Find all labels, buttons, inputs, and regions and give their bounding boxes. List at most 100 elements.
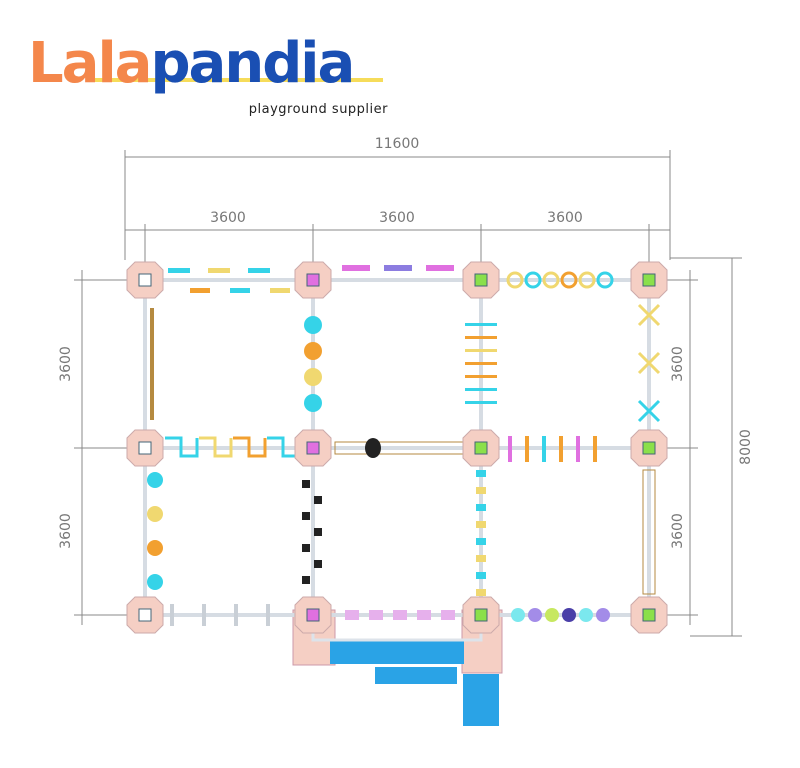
stepping-disc [304,342,322,360]
post-cap [642,608,656,622]
ladder-rung [465,375,497,378]
monkey-bar [248,268,270,273]
foot-hold [302,512,310,520]
dim-top-1: 3600 [210,210,246,226]
swing-seat [342,265,370,271]
monkey-bar [190,288,210,293]
post-cap [306,273,320,287]
ring [560,271,578,289]
swing-plank [345,610,359,620]
dim-right-1: 3600 [670,346,686,382]
bottom-bar [234,604,238,626]
post-cap [642,441,656,455]
ball-step [579,608,593,622]
slide-exit [375,667,457,684]
monkey-bar [270,288,290,293]
post-cap [138,441,152,455]
swing-plank [441,610,455,620]
rope-walk [642,469,656,595]
logo-tagline: playground supplier [248,102,388,117]
foot-hold [314,560,322,568]
stepping-disc [304,316,322,334]
foot-hold [302,480,310,488]
swing-plank [393,610,407,620]
post-cap [474,273,488,287]
dim-right-2: 3600 [670,513,686,549]
swing-plank [417,610,431,620]
balance-step [476,504,486,511]
stepping-disc [147,472,163,488]
ring [506,271,524,289]
dim-left-2: 3600 [58,513,74,549]
post-cap [306,441,320,455]
ring [596,271,614,289]
foot-hold [302,544,310,552]
post-cap [474,608,488,622]
zigzag-bar [165,436,199,458]
ring [524,271,542,289]
tube-slide [330,640,464,664]
monkey-bar [230,288,250,293]
platforms [126,261,668,634]
balance-step [476,572,486,579]
vertical-bar [525,436,529,462]
bottom-bar [202,604,206,626]
vertical-bar [593,436,597,462]
cross-net [637,351,661,375]
post-cap [306,608,320,622]
ball-step [528,608,542,622]
ladder-rung [465,323,497,326]
dimension-lines [74,150,742,637]
monkey-bar [208,268,230,273]
swing-plank [369,610,383,620]
ladder-rung [465,401,497,404]
dim-top-3: 3600 [547,210,583,226]
ball-step [545,608,559,622]
post-cap [138,273,152,287]
ball-step [596,608,610,622]
cross-net [637,303,661,327]
balance-step [476,487,486,494]
dim-left-1: 3600 [58,346,74,382]
stepping-disc [147,540,163,556]
stepping-disc [147,574,163,590]
ball-step [562,608,576,622]
dim-top-2: 3600 [379,210,415,226]
post-cap [474,441,488,455]
zigzag-bar [233,436,267,458]
stepping-disc [147,506,163,522]
ladder-rung [465,336,497,339]
balance-step [476,589,486,596]
play-elements [147,265,661,626]
vertical-bar [559,436,563,462]
cross-net [637,399,661,423]
ladder-rung [465,362,497,365]
monkey-bar [168,268,190,273]
frame-beams [143,278,651,617]
post-cap [138,608,152,622]
logo-text-lala: Lala [28,31,152,96]
rope-bridge [150,308,154,420]
stepping-disc [304,368,322,386]
vertical-bar [508,436,512,462]
logo-text-pandia: pandia [150,31,355,96]
balance-step [476,521,486,528]
ring [578,271,596,289]
foot-hold [314,496,322,504]
swing-seat [384,265,412,271]
dim-total-width: 11600 [375,136,420,152]
ring [542,271,560,289]
saddle [365,438,381,458]
stairs [463,674,499,726]
vertical-bar [576,436,580,462]
zigzag-bar [199,436,233,458]
balance-step [476,470,486,477]
stepping-disc [304,394,322,412]
bottom-bar [266,604,270,626]
balance-step [476,555,486,562]
foot-hold [302,576,310,584]
vertical-bar [542,436,546,462]
